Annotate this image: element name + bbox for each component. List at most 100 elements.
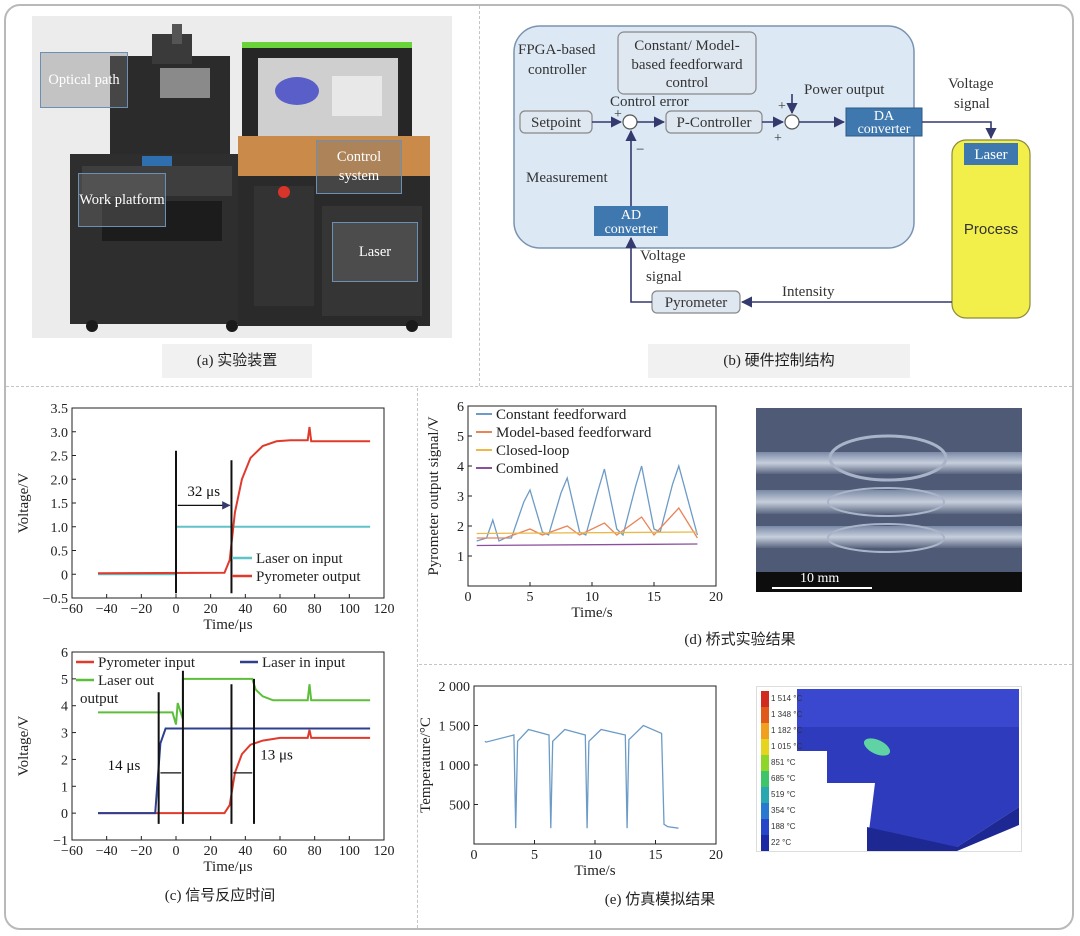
x-tick-label: 100	[339, 602, 360, 617]
series-line-2	[476, 531, 698, 535]
colorbar-label: 519 °C	[771, 790, 796, 799]
p-controller-label: P-Controller	[677, 115, 752, 131]
caption-b: (b) 硬件控制结构	[648, 344, 910, 378]
x-axis-label: Time/μs	[203, 617, 252, 633]
panel-b-diagram: FPGA-based controller Constant/ Model- b…	[513, 25, 1031, 319]
feedforward-box	[617, 31, 757, 95]
process-box	[951, 139, 1031, 319]
x-tick-label: 20	[204, 602, 218, 617]
y-tick-label: 3	[457, 490, 464, 505]
colorbar-swatch	[761, 835, 769, 851]
y-tick-label: 0	[61, 568, 68, 583]
x-tick-label: 100	[339, 844, 360, 859]
sum-junction-1	[622, 114, 638, 130]
intensity-label: Intensity	[782, 284, 835, 300]
x-tick-label: 20	[709, 590, 723, 605]
y-axis-label: Pyrometer output signal/V	[426, 416, 442, 575]
colorbar-swatch	[761, 707, 769, 723]
annotation-14us: 14 μs	[108, 758, 141, 774]
divider-cd	[417, 388, 418, 928]
bridge-sample-drawing	[756, 408, 1022, 592]
x-tick-label: 0	[465, 590, 472, 605]
y-axis-label: Temperature/°C	[418, 717, 434, 813]
series-line-1	[476, 506, 698, 539]
da-line-2: converter	[858, 122, 911, 137]
y-tick-label: 4	[61, 700, 68, 715]
series-line-1	[98, 727, 371, 815]
x-tick-label: −20	[130, 602, 152, 617]
series-line-3	[476, 543, 698, 547]
divider-de	[419, 664, 1072, 665]
label-control-system: Control system	[316, 140, 402, 194]
x-tick-label: 20	[204, 844, 218, 859]
sum-junction-2	[784, 114, 800, 130]
plot-frame	[473, 685, 717, 845]
x-tick-label: −40	[96, 844, 118, 859]
voltage-signal-top-2: signal	[954, 96, 990, 112]
pyrometer-label: Pyrometer	[665, 295, 727, 311]
colorbar-label: 188 °C	[771, 822, 796, 831]
caption-d: (d) 桥式实验结果	[684, 632, 796, 648]
x-tick-label: −20	[130, 844, 152, 859]
colorbar-swatch	[761, 691, 769, 707]
y-tick-label: 3.0	[51, 426, 69, 441]
voltage-signal-bottom-2: signal	[646, 269, 682, 285]
y-tick-label: 1	[61, 780, 68, 795]
series-line-0	[476, 463, 699, 542]
minus-sign: −	[636, 142, 644, 158]
laser-box	[964, 143, 1018, 165]
x-tick-label: −40	[96, 602, 118, 617]
ad-line-2: converter	[605, 222, 658, 237]
fpga-label-1: FPGA-based	[518, 42, 596, 58]
y-tick-label: 5	[457, 430, 464, 445]
legend-label: Laser in input	[262, 655, 346, 671]
x-tick-label: 5	[531, 848, 538, 863]
x-tick-label: 15	[649, 848, 663, 863]
voltage-signal-top-1: Voltage	[948, 76, 994, 92]
ad-converter-box	[594, 206, 668, 236]
colorbar-swatch	[761, 819, 769, 835]
plus-sign: +	[774, 131, 782, 146]
y-tick-label: 2.0	[51, 473, 69, 488]
y-tick-label: 2 000	[439, 680, 471, 695]
apparatus-drawing	[32, 16, 452, 338]
colorbar-label: 851 °C	[771, 758, 796, 767]
series-line-0	[98, 729, 371, 815]
annotation-13us: 13 μs	[260, 747, 293, 763]
colorbar-label: 1 182 °C	[771, 726, 802, 735]
legend-label: Pyrometer output	[256, 569, 361, 585]
x-tick-label: 120	[374, 602, 395, 617]
x-tick-label: 40	[238, 844, 252, 859]
colorbar-label: 354 °C	[771, 806, 796, 815]
y-tick-label: 1	[457, 550, 464, 565]
colorbar-label: 1 514 °C	[771, 694, 802, 703]
y-tick-label: 6	[457, 400, 464, 415]
label-text: Control system	[336, 149, 382, 184]
plot-frame	[71, 651, 385, 841]
y-tick-label: 2.5	[51, 450, 69, 465]
x-tick-label: 80	[308, 602, 322, 617]
x-tick-label: 15	[647, 590, 661, 605]
y-tick-label: 1 000	[439, 759, 471, 774]
series-line-0	[484, 724, 679, 829]
colorbar-swatch	[761, 755, 769, 771]
x-axis-label: Time/s	[571, 605, 612, 620]
y-tick-label: 2	[457, 520, 464, 535]
colorbar-label: 22 °C	[771, 838, 791, 847]
power-output-label: Power output	[804, 82, 885, 98]
scale-bar-label: 10 mm	[800, 571, 840, 586]
legend-label: Model-based feedforward	[496, 425, 652, 441]
label-laser: Laser	[332, 222, 418, 282]
x-axis-label: Time/s	[574, 863, 615, 879]
feedforward-line-1: Constant/ Model-	[634, 38, 739, 54]
bridge-sample-photo	[756, 408, 1022, 592]
y-tick-label: 5	[61, 673, 68, 688]
x-tick-label: 10	[588, 848, 602, 863]
legend-label: Combined	[496, 461, 559, 477]
y-tick-label: 1.0	[51, 521, 69, 536]
y-axis-label: Voltage/V	[16, 473, 32, 534]
